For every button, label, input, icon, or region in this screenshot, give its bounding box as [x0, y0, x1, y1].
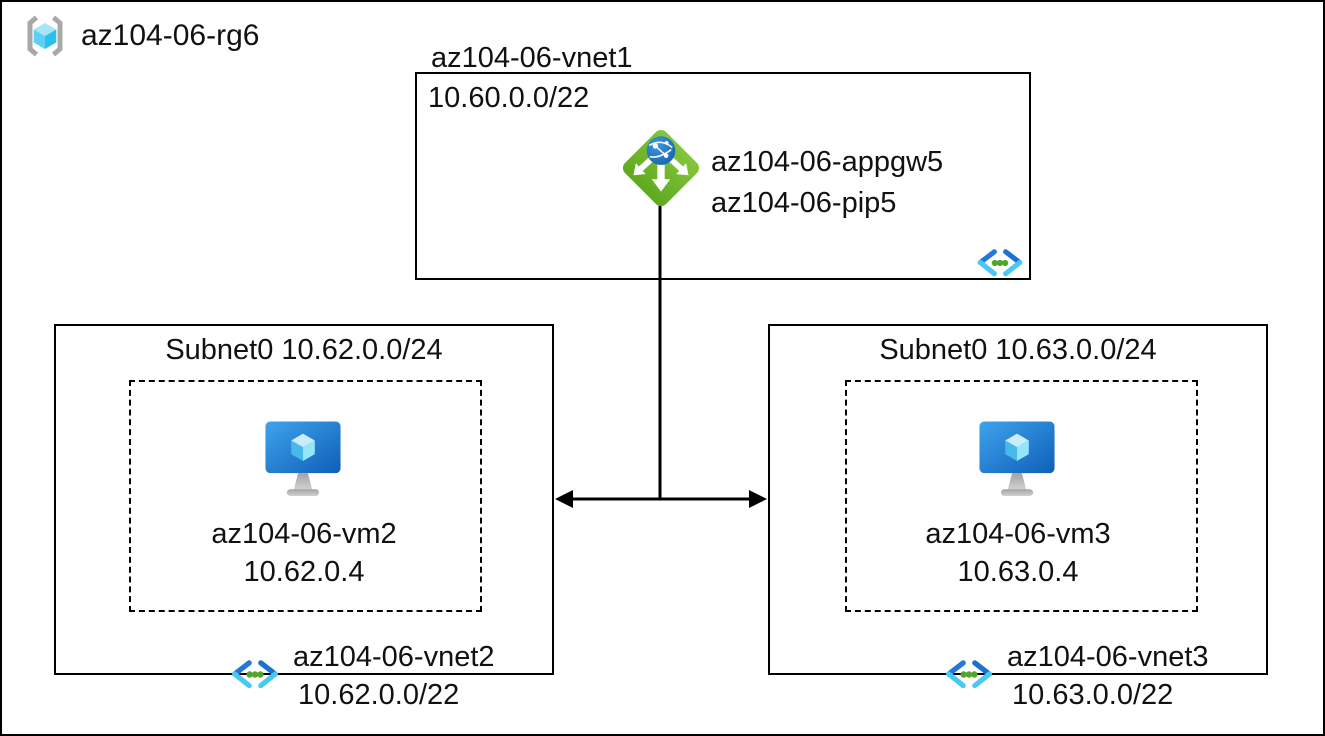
vnet1-cidr: 10.60.0.0/22 — [428, 82, 590, 114]
peering-arrowhead-right — [749, 490, 767, 508]
resource-group-icon — [27, 15, 63, 57]
peering-arrowhead-left — [555, 490, 573, 508]
appgw-public-ip: az104-06-pip5 — [711, 187, 897, 219]
subnet-right-title: Subnet0 10.63.0.0/24 — [879, 334, 1157, 366]
vnet2-box: Subnet0 10.62.0.0/24 az104-06-vm2 10.62.… — [54, 324, 554, 675]
virtual-network-icon — [946, 660, 992, 689]
vnet3-box: Subnet0 10.63.0.0/24 az104-06-vm3 10.63.… — [768, 324, 1268, 675]
vnet1-title: az104-06-vnet1 — [431, 42, 633, 74]
resource-group-header: az104-06-rg6 — [22, 14, 259, 58]
appgw-name: az104-06-appgw5 — [711, 146, 944, 178]
vnet1-box: 10.60.0.0/22 — [415, 72, 1031, 280]
vm2-ip: 10.62.0.4 — [243, 556, 365, 588]
virtual-network-icon — [232, 660, 278, 689]
vnet3-cidr: 10.63.0.0/22 — [1012, 679, 1174, 711]
subnet-right-dashed-box — [845, 380, 1198, 612]
subnet-left-title: Subnet0 10.62.0.0/24 — [165, 334, 443, 366]
vnet3-name: az104-06-vnet3 — [1007, 641, 1209, 673]
appgw-labels: az104-06-appgw5 az104-06-pip5 — [711, 142, 943, 224]
subnet-left-dashed-box — [129, 380, 482, 612]
vnet2-cidr: 10.62.0.0/22 — [298, 679, 460, 711]
virtual-network-icon — [977, 249, 1023, 277]
vm2-name: az104-06-vm2 — [211, 518, 397, 550]
application-gateway-icon — [622, 129, 700, 207]
vm3-ip: 10.63.0.4 — [957, 556, 1079, 588]
vnet2-name: az104-06-vnet2 — [293, 641, 495, 673]
vm3-name: az104-06-vm3 — [925, 518, 1111, 550]
resource-group-label: az104-06-rg6 — [81, 19, 260, 52]
virtual-machine-icon — [265, 421, 341, 497]
virtual-machine-icon — [979, 421, 1055, 497]
